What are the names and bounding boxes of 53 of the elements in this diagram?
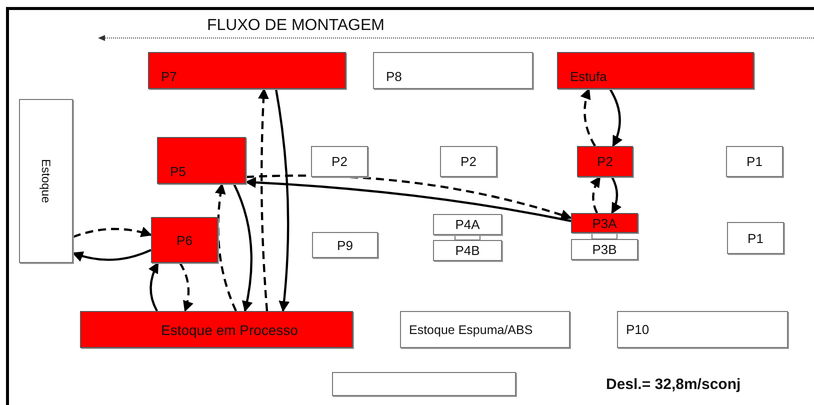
flow-arrow <box>590 176 601 214</box>
workstation-box-highlighted <box>148 52 346 89</box>
node-label: Estufa <box>570 69 607 84</box>
workstation-box <box>440 146 497 177</box>
empty-box <box>332 372 516 396</box>
node-label: P7 <box>161 69 177 84</box>
workstation-box <box>311 146 368 177</box>
node-label: Estoque em Processo <box>161 322 298 338</box>
node-label: P4B <box>455 243 480 258</box>
node-label: P10 <box>626 322 650 337</box>
workstation-box <box>433 240 502 261</box>
distance-note: Desl.= 32,8m/sconj <box>606 376 741 393</box>
node-label: P3B <box>592 242 617 257</box>
node-label: P6 <box>176 232 192 248</box>
workstation-box-highlighted <box>571 213 638 233</box>
node-label: P8 <box>386 69 402 84</box>
node-label: P4A <box>455 217 480 232</box>
workstation-box <box>400 311 570 348</box>
workstation-box-highlighted <box>151 217 218 263</box>
flow-arrow <box>580 88 596 147</box>
workstation-box <box>433 214 502 235</box>
workstation-box <box>726 146 783 177</box>
node-label: P9 <box>337 238 353 252</box>
workstation-box-highlighted <box>157 137 246 184</box>
node-label: P2 <box>460 154 476 169</box>
flow-arrow <box>72 248 152 262</box>
flow-arrow <box>233 184 252 312</box>
workstation-box <box>19 99 73 263</box>
node-label: P2 <box>332 154 348 169</box>
workstation-box-highlighted <box>557 52 754 89</box>
workstation-box <box>312 232 378 258</box>
flow-arrow <box>215 182 238 312</box>
workstation-box-highlighted <box>577 146 633 177</box>
workstation-box-highlighted <box>80 311 353 348</box>
node-label: P2 <box>597 154 613 169</box>
node-label: Estoque <box>39 158 53 204</box>
node-label: P5 <box>170 164 186 179</box>
flow-arrow <box>609 88 622 147</box>
flow-arrow <box>274 88 290 312</box>
flow-arrow <box>179 262 194 312</box>
workstation-box <box>571 239 638 260</box>
workstation-box <box>727 222 784 254</box>
node-label: P1 <box>748 230 764 246</box>
workstation-box <box>617 311 788 348</box>
node-label: P1 <box>746 154 762 169</box>
node-label: Estoque Espuma/ABS <box>409 322 533 336</box>
diagram-title: FLUXO DE MONTAGEM <box>207 17 384 35</box>
flow-arrow <box>72 226 152 238</box>
flow-arrow <box>148 262 159 312</box>
flow-arrow <box>611 176 622 214</box>
workstation-box <box>373 52 533 89</box>
flow-arrow <box>258 88 270 312</box>
node-label: P3A <box>592 216 617 230</box>
